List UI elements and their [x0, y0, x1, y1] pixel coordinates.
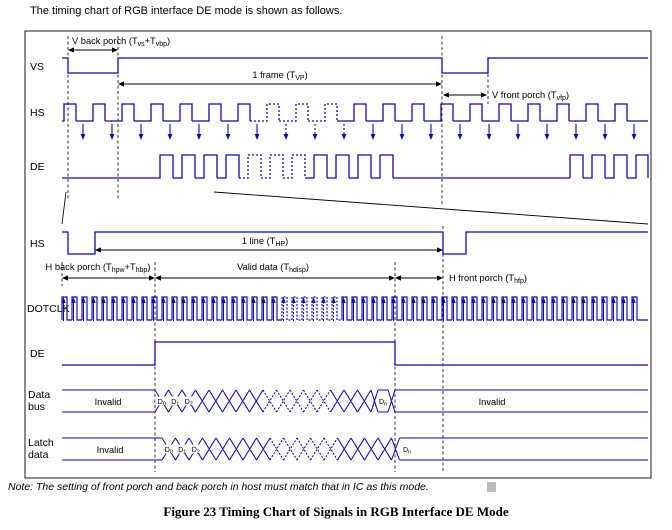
intro-text: The timing chart of RGB interface DE mod… — [30, 5, 343, 17]
signal-label-latch-data-line1: Latch — [28, 437, 54, 449]
waveforms-layer — [61, 36, 649, 472]
annotation-h-front-porch: H front porch (Thfp) — [449, 273, 527, 285]
figure-caption: Figure 23 Timing Chart of Signals in RGB… — [163, 504, 509, 519]
data-bus-d1-label: D1 — [171, 399, 179, 408]
signal-label-dotclk: DOTCLK — [27, 303, 70, 315]
annotation-v-front-porch: V front porch (Tvfp) — [492, 90, 569, 102]
data-bus-invalid-left-label: Invalid — [95, 397, 122, 407]
signal-label-de-top: DE — [30, 161, 45, 173]
data-bus-dn-label: Dn — [379, 399, 387, 408]
data-bus-d2-label: D2 — [185, 399, 193, 408]
signal-label-hs-bottom: HS — [30, 238, 45, 250]
annotation-valid-data: Valid data (Thdisp) — [237, 262, 309, 274]
annotation-v-back-porch: V back porch (Tvs+Tvbp) — [72, 36, 170, 48]
signal-label-data-bus-line2: bus — [28, 401, 45, 413]
signal-label-latch-data-line2: data — [28, 449, 49, 461]
annotation-h-back-porch: H back porch (Thpw+Thbp) — [46, 262, 151, 274]
latch-d1-label: D1 — [178, 447, 186, 456]
scan-artifact — [487, 482, 496, 492]
diagram-border — [24, 30, 652, 479]
latch-d2-label: D2 — [192, 447, 200, 456]
annotation-one-line: 1 line (THP) — [242, 236, 288, 248]
latch-d0-label: D0 — [165, 447, 173, 456]
annotation-one-frame: 1 frame (TVP) — [252, 70, 307, 82]
data-bus-d0-label: D0 — [158, 399, 166, 408]
signal-label-de-bottom: DE — [30, 348, 45, 360]
signal-label-vs: VS — [30, 61, 44, 73]
latch-dn-label: Dn — [403, 447, 411, 456]
latch-data-invalid-label: Invalid — [97, 445, 124, 455]
note-text: Note: The setting of front porch and bac… — [8, 481, 429, 493]
signal-label-hs-top: HS — [30, 107, 45, 119]
data-bus-invalid-right-label: Invalid — [479, 397, 506, 407]
signal-label-data-bus-line1: Data — [28, 389, 50, 401]
